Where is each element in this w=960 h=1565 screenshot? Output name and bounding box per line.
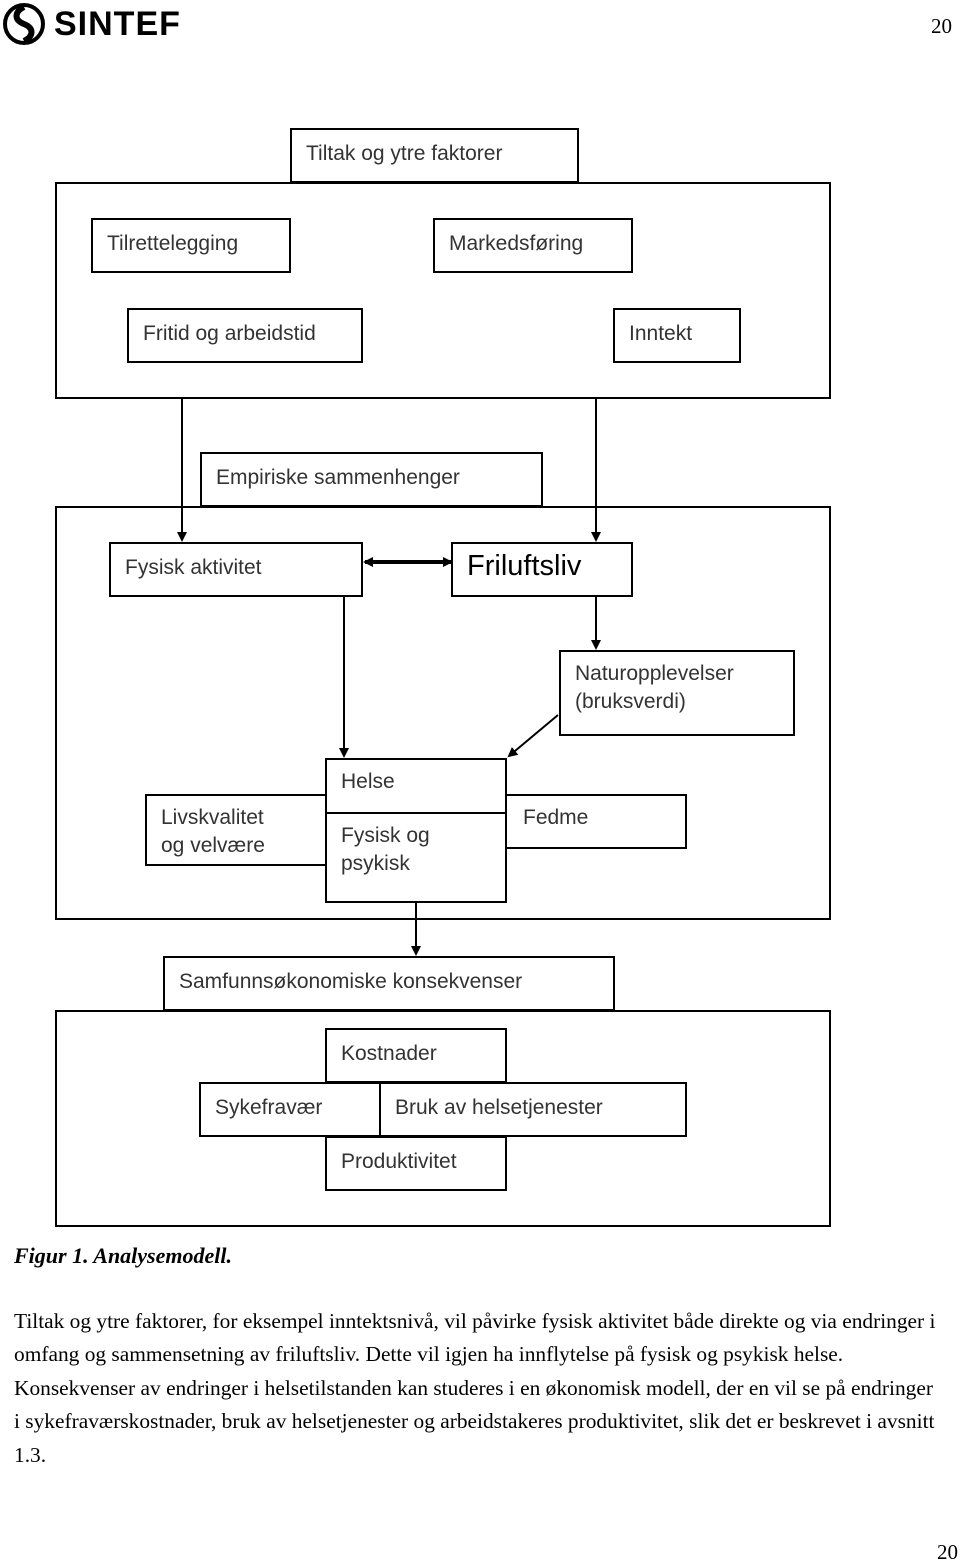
fysisk-aktivitet-box: Fysisk aktivitet (109, 542, 363, 597)
naturopplevelser-line2: (bruksverdi) (575, 690, 686, 713)
friluftsliv-box: Friluftsliv (451, 542, 633, 597)
logo-text: SINTEF (54, 5, 181, 43)
body-paragraph: Tiltak og ytre faktorer, for eksempel in… (14, 1309, 936, 1467)
middle-section-title: Empiriske sammenhenger (200, 452, 543, 507)
top-section-title: Tiltak og ytre faktorer (290, 128, 579, 183)
livskvalitet-box: Livskvalitet og velvære (145, 794, 327, 866)
produktivitet-box: Produktivitet (325, 1136, 507, 1191)
sintef-logo-icon (3, 3, 45, 45)
tilrettelegging-box: Tilrettelegging (91, 218, 291, 273)
sykefravaer-box: Sykefravær (199, 1082, 381, 1137)
kostnader-box: Kostnader (325, 1028, 507, 1083)
sintef-logo: SINTEF (2, 2, 212, 45)
bottom-section-title: Samfunnsøkonomiske konsekvenser (163, 956, 615, 1011)
markedsforing-box: Markedsføring (433, 218, 633, 273)
page-number-bottom: 20 (937, 1540, 958, 1564)
fedme-box: Fedme (505, 794, 687, 849)
livskvalitet-line1: Livskvalitet (161, 806, 264, 829)
helse-sub-line2: psykisk (341, 852, 410, 875)
livskvalitet-line2: og velvære (161, 834, 265, 857)
helse-box: Helse Fysisk og psykisk (325, 758, 507, 903)
helse-sub-line1: Fysisk og (341, 824, 430, 847)
helse-sub: Fysisk og psykisk (327, 814, 505, 886)
inntekt-box: Inntekt (613, 308, 741, 363)
naturopplevelser-line1: Naturopplevelser (575, 662, 734, 685)
arrow-naturopplevelser-to-helse (507, 714, 559, 758)
fritid-og-arbeidstid-box: Fritid og arbeidstid (127, 308, 363, 363)
helse-label: Helse (327, 760, 505, 814)
naturopplevelser-box: Naturopplevelser (bruksverdi) (559, 650, 795, 736)
page-number-top: 20 (931, 14, 952, 38)
figure-caption: Figur 1. Analysemodell. (14, 1243, 232, 1268)
bruk-av-helsetjenester-box: Bruk av helsetjenester (379, 1082, 687, 1137)
